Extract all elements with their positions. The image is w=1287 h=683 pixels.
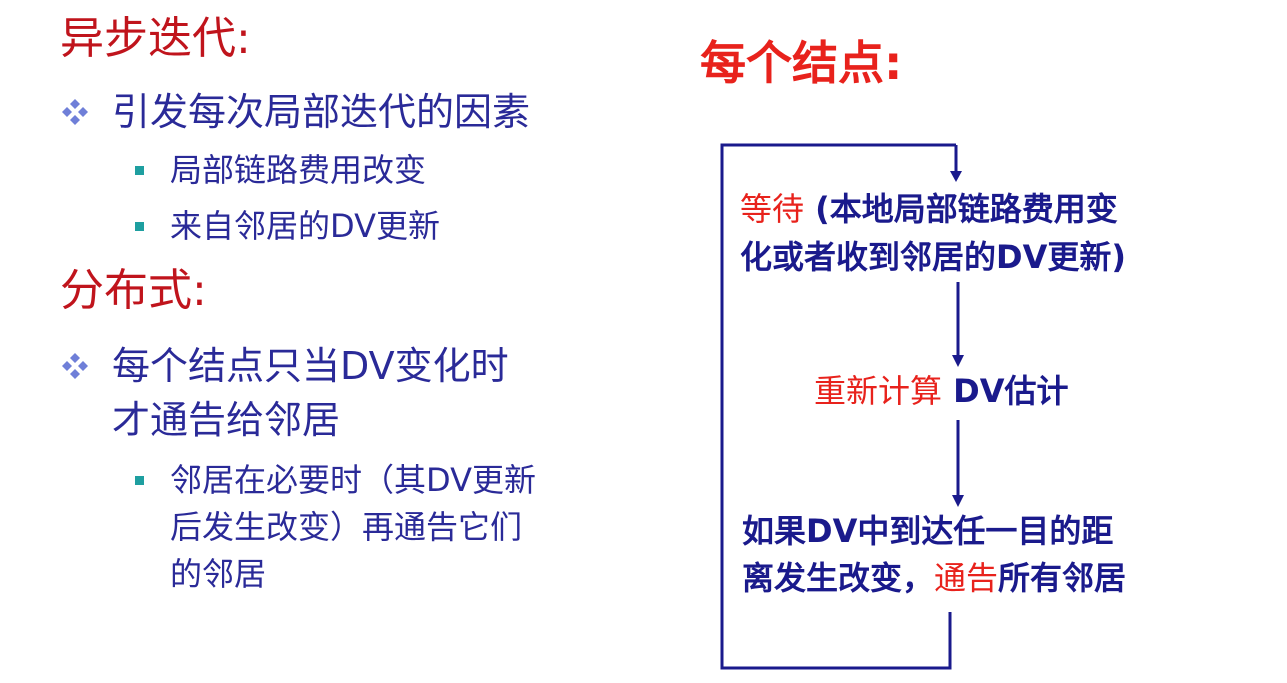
title-each-node: 每个结点: xyxy=(700,36,903,90)
wait-detail: (本地局部链路费用变 xyxy=(804,190,1118,228)
down-arrow-icon xyxy=(952,355,964,367)
step-notify-line1: 如果DV中到达任一目的距 xyxy=(742,512,1114,550)
step-wait-line1: 等待 (本地局部链路费用变 xyxy=(740,186,1118,232)
sub-bullet-neighbor-line3: 的邻居 xyxy=(170,555,267,593)
sub-bullet-link-cost: 局部链路费用改变 xyxy=(170,151,427,189)
step-recompute: 重新计算 DV估计 xyxy=(814,368,1069,414)
down-arrow-icon xyxy=(950,171,962,182)
recompute-label: 重新计算 xyxy=(814,372,943,410)
sub-bullet-neighbor-line2: 后发生改变）再通告它们 xyxy=(170,508,523,546)
recompute-detail: DV估计 xyxy=(942,372,1069,410)
sub-bullet-dv-update: 来自邻居的DV更新 xyxy=(170,207,440,245)
heading-distributed: 分布式: xyxy=(60,265,207,316)
four-diamond-bullet-icon xyxy=(60,351,90,381)
down-arrow-icon xyxy=(952,495,964,507)
bullet-local-iteration-causes: 引发每次局部迭代的因素 xyxy=(112,90,531,134)
square-bullet-icon xyxy=(135,222,144,231)
notify-text-b: 所有邻居 xyxy=(998,559,1127,597)
sub-bullet-neighbor-line1: 邻居在必要时（其DV更新 xyxy=(170,461,536,499)
heading-async-iteration: 异步迭代: xyxy=(60,13,251,64)
bullet-notify-line1: 每个结点只当DV变化时 xyxy=(112,344,509,388)
notify-label: 通告 xyxy=(934,559,999,597)
square-bullet-icon xyxy=(135,166,144,175)
notify-text-a: 离发生改变， xyxy=(742,559,935,597)
step-notify-line2: 离发生改变，通告所有邻居 xyxy=(742,555,1126,601)
bullet-notify-line2: 才通告给邻居 xyxy=(112,398,341,442)
square-bullet-icon xyxy=(135,476,144,485)
step-wait-line2: 化或者收到邻居的DV更新) xyxy=(740,238,1126,276)
wait-label: 等待 xyxy=(740,190,805,228)
four-diamond-bullet-icon xyxy=(60,97,90,127)
